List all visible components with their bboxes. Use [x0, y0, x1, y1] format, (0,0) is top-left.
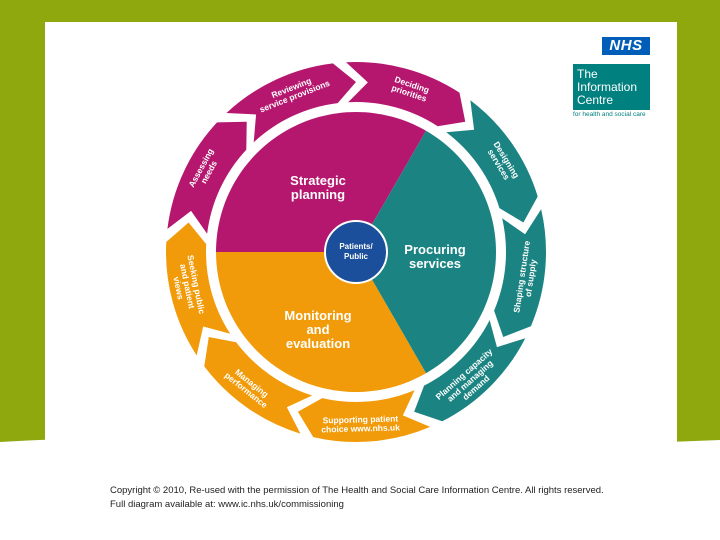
- nhs-logo: NHS: [602, 37, 650, 55]
- segment-monitoring-evaluation: [216, 252, 426, 392]
- copyright-line: Copyright © 2010, Re-used with the permi…: [110, 485, 604, 496]
- cycle-step-arrow: [166, 222, 231, 356]
- center-label: Patients/Public: [339, 242, 373, 261]
- center-circle: [324, 220, 388, 284]
- cycle-step-arrow: [494, 209, 546, 337]
- segment-strategic-planning: [216, 111, 426, 252]
- ic-line: Information: [577, 80, 638, 94]
- ic-line: The: [577, 67, 598, 81]
- cycle-step-arrow: [346, 62, 466, 127]
- source-line: Full diagram available at: www.ic.nhs.uk…: [110, 499, 344, 510]
- ic-line: Centre: [577, 93, 614, 107]
- cycle-step-arrow: [204, 337, 313, 434]
- cycle-step-arrow: [446, 100, 538, 223]
- cycle-step-label: Supporting patientchoice www.nhs.uk: [321, 413, 400, 434]
- segment-procuring-services: [356, 130, 496, 374]
- cycle-step-arrow: [297, 390, 431, 442]
- footer-area: [0, 442, 720, 540]
- copyright-credit: Copyright © 2010, Re-used with the permi…: [110, 484, 604, 512]
- cycle-step-arrow: [226, 63, 356, 143]
- cycle-step-arrow: [167, 121, 247, 234]
- ic-subtitle: for health and social care: [573, 111, 646, 118]
- information-centre-logo: The Information Centre: [573, 64, 650, 110]
- cycle-step-arrow: [414, 320, 526, 422]
